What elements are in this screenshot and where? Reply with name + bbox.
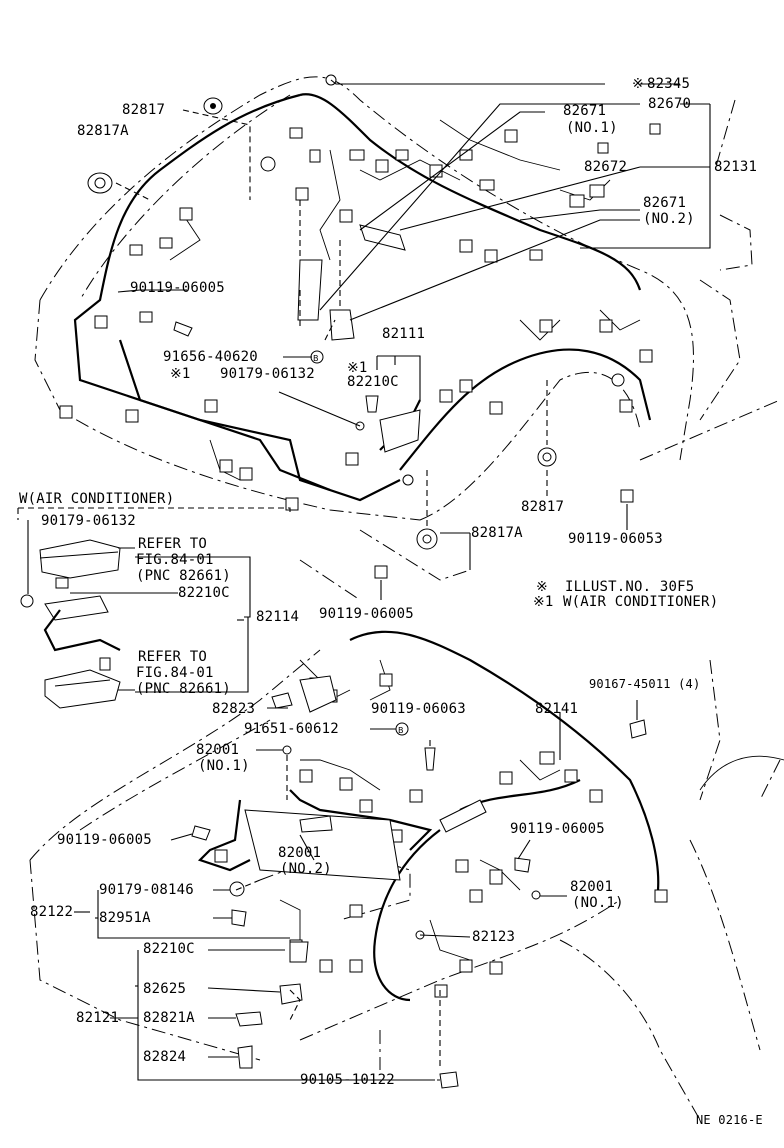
refer-1-line3: (PNC 82661) [136,568,231,584]
label-90179-06132-a: 90179-06132 [220,366,315,382]
svg-text:B: B [313,354,319,363]
label-90179-08146: 90179-08146 [99,882,194,898]
label-82823: 82823 [212,701,256,717]
legend-mark-1: ※ [536,579,548,595]
label-90119-06063: 90119-06063 [371,701,466,717]
upper-connectors [59,123,661,511]
mark-1-a: ※1 [347,360,368,376]
lower-leaders [74,619,638,1081]
label-82001-a-sub: (NO.1) [198,758,250,774]
refer-1-line2: FIG.84-01 [136,552,214,568]
label-82345: 82345 [647,76,691,92]
upper-hardware: B [87,74,634,579]
refer-2-line2: FIG.84-01 [136,665,214,681]
label-91656-40620: 91656-40620 [163,349,258,365]
inset-82114 [17,507,291,709]
label-82001-b: 82001 [278,845,322,861]
label-82821A: 82821A [143,1010,195,1026]
label-82817-top: 82817 [122,102,166,118]
label-90119-06005-a: 90119-06005 [130,280,225,296]
label-82210C-a: 82210C [347,374,399,390]
label-90179-06132-b: 90179-06132 [41,513,136,529]
label-91651-60612: 91651-60612 [244,721,339,737]
label-82141: 82141 [535,701,579,717]
label-90119-06053: 90119-06053 [568,531,663,547]
label-90167-45011: 90167-45011 (4) [589,677,701,691]
legend-air-conditioner: W(AIR CONDITIONER) [563,594,719,610]
label-82672: 82672 [584,159,628,175]
lower-hardware: B [191,675,647,1089]
upper-leaders [115,79,711,600]
legend-mark-2: ※1 [533,594,554,610]
label-90119-06005-d: 90119-06005 [510,821,605,837]
label-90119-06005-c: 90119-06005 [57,832,152,848]
label-82817-mid: 82817 [521,499,565,515]
svg-text:B: B [398,726,404,735]
footer-code: NE 0216-E [696,1113,763,1127]
label-82671-no1-sub: (NO.1) [566,120,618,136]
label-82131: 82131 [714,159,758,175]
label-82001-c-sub: (NO.1) [572,895,624,911]
label-82671-no2: 82671 [643,195,687,211]
label-82121: 82121 [76,1010,120,1026]
label-82824: 82824 [143,1049,187,1065]
label-82001-b-sub: (NO.2) [280,861,332,877]
label-82210C-b: 82210C [178,585,230,601]
label-82111: 82111 [382,326,426,342]
lower-harness [197,630,660,1002]
label-82951A: 82951A [99,910,151,926]
legend-illust-no: ILLUST.NO. 30F5 [565,579,695,595]
label-82123: 82123 [472,929,516,945]
label-82122: 82122 [30,904,74,920]
label-82670: 82670 [648,96,692,112]
label-82001-c: 82001 [570,879,614,895]
mark-1-b: ※1 [170,366,191,382]
label-90105-10122: 90105-10122 [300,1072,395,1088]
label-82625: 82625 [143,981,187,997]
label-82114: 82114 [256,609,300,625]
label-82210C-c: 82210C [143,941,195,957]
label-90119-06005-b: 90119-06005 [319,606,414,622]
label-82817A-mid: 82817A [471,525,523,541]
label-w-air-conditioner: W(AIR CONDITIONER) [19,491,175,507]
illust-note-mark: ※ [632,76,644,92]
refer-2-line1: REFER TO [138,649,208,665]
lower-body-outline [29,649,784,1121]
label-82817A-top: 82817A [77,123,129,139]
label-82001-a: 82001 [196,742,240,758]
refer-1-line1: REFER TO [138,536,208,552]
label-82671-no1: 82671 [563,103,607,119]
label-82671-no2-sub: (NO.2) [643,211,695,227]
refer-2-line3: (PNC 82661) [136,681,231,697]
